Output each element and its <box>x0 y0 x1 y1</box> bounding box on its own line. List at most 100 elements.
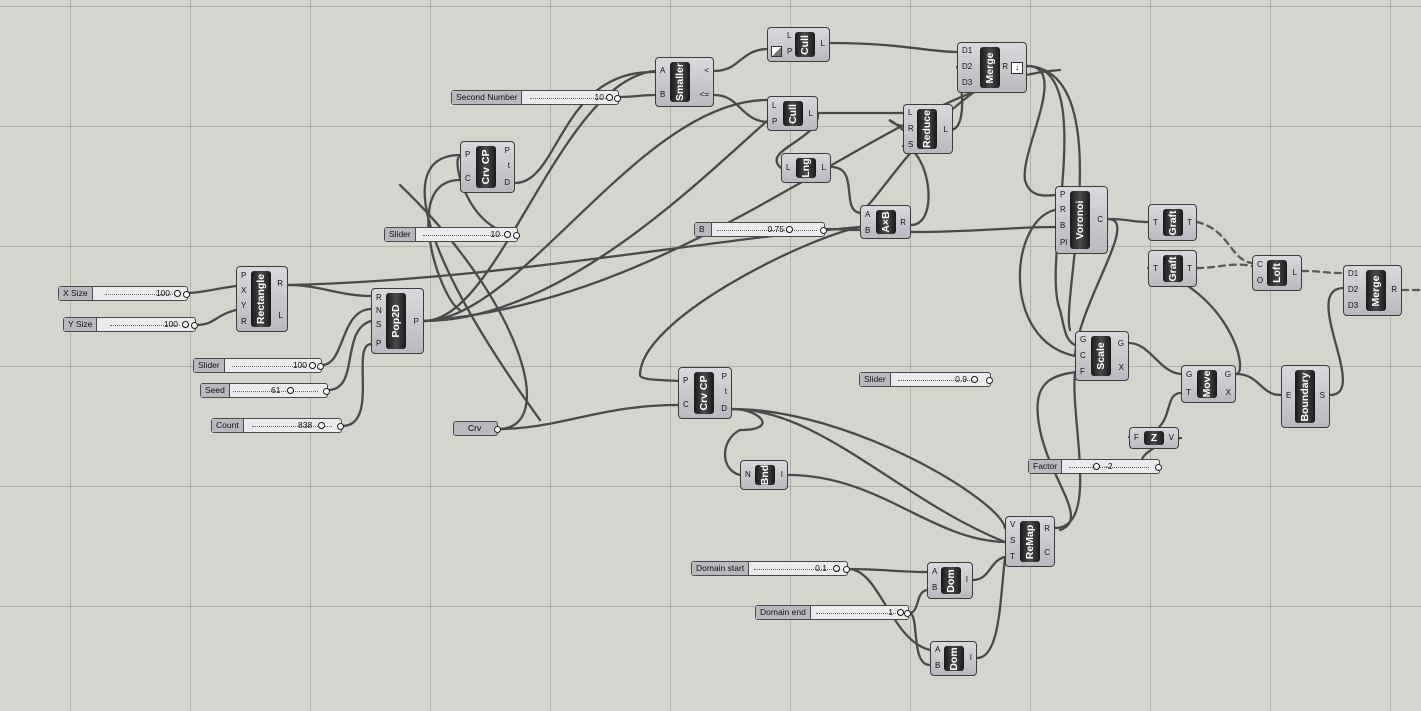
input-pin[interactable]: C <box>465 174 471 183</box>
bounds-component[interactable]: N Bnd I <box>740 460 788 490</box>
input-pin[interactable]: Y <box>241 301 247 310</box>
input-pin[interactable]: Pl <box>1060 238 1068 247</box>
flatten-icon[interactable]: ↓ <box>1011 62 1023 74</box>
output-pin[interactable]: R <box>1002 62 1008 71</box>
graft-component[interactable]: T Graft T <box>1148 250 1197 287</box>
output-pin[interactable]: R <box>900 218 906 227</box>
output-pin[interactable]: D <box>504 178 510 187</box>
input-pin[interactable]: E <box>1286 391 1292 400</box>
input-pin[interactable]: S <box>1010 536 1016 545</box>
output-pin[interactable]: X <box>1118 363 1124 372</box>
crv-cp-component[interactable]: P C Crv CP P t D <box>460 141 515 193</box>
output-grip[interactable] <box>317 363 324 370</box>
input-pin[interactable]: N <box>376 306 382 315</box>
output-grip[interactable] <box>820 227 827 234</box>
input-pin[interactable]: O <box>1257 276 1264 285</box>
seed-slider[interactable]: Seed 61 <box>200 383 330 398</box>
y-size-slider[interactable]: Y Size 100 <box>63 317 198 332</box>
output-pin[interactable]: P <box>721 372 727 381</box>
multiplication-component[interactable]: A B A×B R <box>860 205 911 239</box>
output-grip[interactable] <box>986 377 993 384</box>
x-size-slider[interactable]: X Size 100 <box>58 286 190 301</box>
output-pin[interactable]: L <box>808 109 813 118</box>
output-pin[interactable]: R <box>277 279 283 288</box>
b-slider[interactable]: B 0.75 <box>694 222 827 237</box>
slider-knob[interactable] <box>307 360 318 371</box>
output-grip[interactable] <box>323 388 330 395</box>
slider-knob[interactable] <box>172 288 183 299</box>
output-pin[interactable]: I <box>780 470 783 479</box>
input-pin[interactable]: P <box>241 271 247 280</box>
input-pin[interactable]: T <box>1186 388 1191 397</box>
unit-z-component[interactable]: F Z V <box>1129 427 1179 449</box>
smaller-component[interactable]: A B Smaller < <= <box>655 57 714 107</box>
output-pin[interactable]: L <box>1292 268 1297 277</box>
input-pin[interactable]: P <box>376 339 382 348</box>
input-pin[interactable]: T <box>1153 218 1158 227</box>
input-pin[interactable]: F <box>1134 433 1139 442</box>
domain-start-slider[interactable]: Domain start 0.1 <box>691 561 850 576</box>
list-length-component[interactable]: L Lng L <box>781 153 831 183</box>
output-pin[interactable]: T <box>1187 264 1192 273</box>
input-pin[interactable]: S <box>908 140 914 149</box>
output-pin[interactable]: S <box>1319 391 1325 400</box>
input-pin[interactable]: F <box>1080 367 1085 376</box>
output-pin[interactable]: L <box>820 39 825 48</box>
slider-knob[interactable] <box>316 420 327 431</box>
reduce-component[interactable]: L R S Reduce L <box>903 104 953 154</box>
slider-knob[interactable] <box>604 92 615 103</box>
pop2d-component[interactable]: R N S P Pop2D P <box>371 288 424 354</box>
input-pin[interactable]: G <box>1186 370 1193 379</box>
input-pin[interactable]: A <box>865 210 871 219</box>
crv-param[interactable]: Crv <box>453 421 501 436</box>
slider-knob[interactable] <box>502 229 513 240</box>
output-pin[interactable]: C <box>1044 548 1050 557</box>
input-pin[interactable]: C <box>1257 260 1263 269</box>
input-pin[interactable]: R <box>908 124 914 133</box>
input-pin[interactable]: B <box>932 583 938 592</box>
input-pin[interactable]: G <box>1080 335 1087 344</box>
output-pin[interactable]: P <box>504 146 510 155</box>
output-pin[interactable]: t <box>507 161 510 170</box>
output-pin[interactable]: T <box>1187 218 1192 227</box>
input-pin[interactable]: P <box>683 376 689 385</box>
input-pin[interactable]: D1 <box>1348 269 1359 278</box>
cull-component[interactable]: L P Cull L <box>767 96 818 131</box>
domain-end-slider[interactable]: Domain end 1 <box>755 605 911 620</box>
remap-component[interactable]: V S T ReMap R C <box>1005 516 1055 567</box>
input-pin[interactable]: B <box>660 90 666 99</box>
output-pin[interactable]: G <box>1117 339 1124 348</box>
output-pin[interactable]: C <box>1097 215 1103 224</box>
output-grip[interactable] <box>904 610 911 617</box>
input-pin[interactable]: V <box>1010 520 1016 529</box>
input-pin[interactable]: R <box>241 317 247 326</box>
merge-component[interactable]: D1 D2 D3 Merge R <box>1343 265 1402 316</box>
output-grip[interactable] <box>183 291 190 298</box>
input-pin[interactable]: S <box>376 320 382 329</box>
slider-0-9[interactable]: Slider 0.9 <box>859 372 993 387</box>
output-pin[interactable]: I <box>965 575 968 584</box>
output-grip[interactable] <box>1155 464 1162 471</box>
input-pin[interactable]: L <box>772 101 777 110</box>
input-pin[interactable]: C <box>1080 351 1086 360</box>
input-pin[interactable]: T <box>1153 264 1158 273</box>
output-pin[interactable]: R <box>1391 285 1397 294</box>
slider-knob[interactable] <box>833 565 840 572</box>
slider-100[interactable]: Slider 100 <box>193 358 324 373</box>
input-pin[interactable]: D3 <box>1348 301 1359 310</box>
move-component[interactable]: G T Move G X <box>1181 365 1236 403</box>
output-grip[interactable] <box>191 322 198 329</box>
slider-knob[interactable] <box>971 376 978 383</box>
output-pin[interactable]: t <box>724 387 727 396</box>
output-pin[interactable]: P <box>413 317 419 326</box>
output-grip[interactable] <box>337 423 344 430</box>
output-pin[interactable]: <= <box>699 90 709 99</box>
slider-knob[interactable] <box>786 226 793 233</box>
input-pin[interactable]: P <box>1060 190 1066 199</box>
output-pin[interactable]: R <box>1044 524 1050 533</box>
input-pin[interactable]: C <box>683 400 689 409</box>
input-pin[interactable]: A <box>935 645 941 654</box>
domain-component[interactable]: A B Dom I <box>930 641 977 676</box>
loft-component[interactable]: C O Loft L <box>1252 255 1302 291</box>
